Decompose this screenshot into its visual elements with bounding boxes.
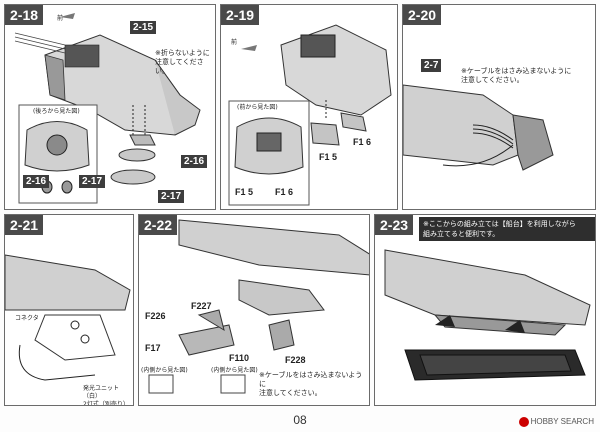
inside-view-caption: (内側から見た図) [141, 367, 188, 374]
part-f1-5: F1 5 [319, 152, 338, 162]
part-label-2-7: 2-7 [421, 59, 442, 72]
rear-view-caption: (後ろから見た図) [33, 108, 80, 115]
front-view-caption: (前から見た図) [237, 104, 278, 111]
step-number: 2-20 [403, 5, 442, 25]
page-number: 08 [293, 413, 307, 427]
part-f1-10: F110 [229, 353, 250, 363]
step-number: 2-18 [5, 5, 44, 25]
part-label-2-16: 2-16 [181, 155, 208, 168]
caution-note: ※折らないように 注意してください。 [155, 49, 210, 75]
step-panel-2-23: 2-23 ※ここからの組み立ては【船台】を利用しながら 組み立てると便利です。 [374, 214, 596, 406]
step-2-22-illustration [148, 219, 369, 394]
part-f2-28: F228 [285, 355, 306, 365]
caution-note: ※ケーブルをはさみ込まないように 注意してください。 [259, 371, 363, 397]
part-f1-6: F1 6 [353, 137, 372, 147]
connector-label: コネクタ [15, 315, 39, 322]
front-label: 前 [57, 15, 64, 22]
step-2-19-illustration [228, 24, 392, 206]
part-f1-6-inset: F1 6 [275, 187, 294, 197]
part-label-2-17: 2-17 [158, 190, 185, 203]
step-number: 2-23 [375, 215, 414, 235]
step-2-20-illustration [403, 84, 554, 171]
step-2-21-illustration [5, 254, 131, 381]
hobby-search-logo-icon [518, 417, 529, 427]
part-label-2-15: 2-15 [130, 21, 157, 34]
part-f2-27: F227 [191, 301, 212, 311]
step-number: 2-21 [5, 215, 44, 235]
step-panel-2-22: 2-22 F226 F227 F17 F110 F228 (内側から見た図) (… [138, 214, 370, 406]
light-unit-label: 発光ユニット（白） 2灯式（別売り） [83, 385, 129, 406]
inside-view-caption-2: (内側から見た図) [211, 367, 258, 374]
step-panel-2-20: 2-20 2-7 ※ケーブルをはさみ込まないように 注意してください。 [402, 4, 596, 210]
step-panel-2-21: 2-21 コネクタ 発光ユニット（白） 2灯式（別売り） [4, 214, 134, 406]
watermark: HOBBY SEARCH [518, 417, 594, 427]
front-label: 前 [231, 39, 238, 46]
part-f1-5-inset: F1 5 [235, 187, 254, 197]
stand-note: ※ここからの組み立ては【船台】を利用しながら 組み立てると便利です。 [419, 217, 595, 241]
part-label-2-17-inset: 2-17 [79, 175, 106, 188]
step-number: 2-22 [139, 215, 178, 235]
step-panel-2-18: 2-18 前 2-15 ※折らないように 注意してください。 (後ろから見た図)… [4, 4, 216, 210]
step-2-23-illustration [384, 249, 591, 381]
part-label-2-16-inset: 2-16 [23, 175, 50, 188]
step-number: 2-19 [221, 5, 260, 25]
step-panel-2-19: 2-19 前 (前から見た図) F1 5 F1 6 F1 5 F1 6 [220, 4, 398, 210]
part-f2-26: F226 [145, 311, 166, 321]
part-f1-7: F17 [145, 343, 161, 353]
caution-note: ※ケーブルをはさみ込まないように 注意してください。 [461, 67, 572, 84]
step-2-18-illustration [14, 13, 201, 204]
